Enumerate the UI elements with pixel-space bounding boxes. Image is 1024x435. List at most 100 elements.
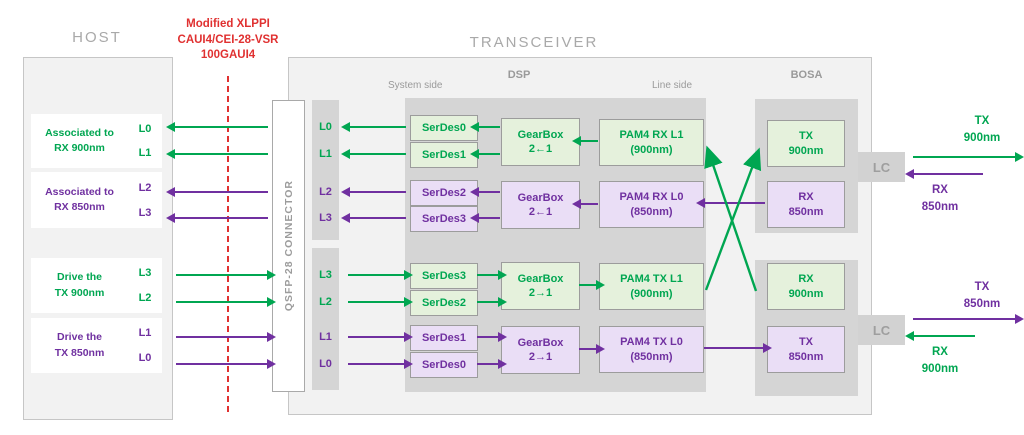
serdes-chip: SerDes3 bbox=[410, 263, 478, 289]
arrow-pam4rxl0-gb bbox=[572, 199, 598, 209]
lane-label: L3 bbox=[138, 267, 152, 280]
host-row-lanes: L0 L1 bbox=[128, 114, 162, 168]
bosa-rx900-chip: RX 900nm bbox=[767, 263, 845, 310]
gearbox-chip: GearBox 2←1 bbox=[501, 118, 580, 166]
host-row-lanes: L3 L2 bbox=[128, 258, 162, 313]
dsp-system-side-label: System side bbox=[388, 80, 443, 91]
lane-label: L0 bbox=[138, 123, 152, 135]
arrow-serdes3-out bbox=[341, 213, 406, 223]
arrow-serdes0-out bbox=[341, 122, 406, 132]
interface-boundary-dashed-line bbox=[227, 76, 229, 412]
lane-label-top-l1: L1 bbox=[319, 148, 332, 160]
fiber-rx850-label: RX 850nm bbox=[921, 184, 959, 213]
arrow-serdes2-out bbox=[341, 187, 406, 197]
bosa-rx850-chip: RX 850nm bbox=[767, 181, 845, 228]
fiber-rx900-arrow bbox=[905, 331, 975, 341]
dsp-title: DSP bbox=[507, 69, 531, 81]
pam4-chip: PAM4 RX L1 (900nm) bbox=[599, 119, 704, 166]
arrow-serdes1-gb bbox=[477, 332, 507, 342]
lane-label-bottom-l2: L2 bbox=[319, 296, 332, 308]
arrow-host-tx-l1 bbox=[176, 332, 276, 342]
qsfp28-connector-label: QSFP-28 CONNECTOR bbox=[282, 180, 295, 312]
fiber-tx900-arrow bbox=[913, 152, 1024, 162]
lane-strip-top bbox=[312, 100, 339, 240]
serdes-chip: SerDes3 bbox=[410, 206, 478, 232]
arrow-serdes1-in bbox=[348, 332, 413, 342]
lc-receptacle-bottom: LC bbox=[858, 315, 905, 345]
host-row-lanes: L2 L3 bbox=[128, 172, 162, 228]
arrow-serdes0-in bbox=[348, 359, 413, 369]
host-row-label: Associated to RX 900nm bbox=[45, 126, 114, 154]
arrow-serdes3-in bbox=[348, 270, 413, 280]
host-row-label: Drive the TX 850nm bbox=[54, 331, 105, 359]
crossover-900nm-arrows bbox=[704, 145, 762, 292]
arrow-serdes3-gb bbox=[477, 270, 507, 280]
serdes-chip: SerDes2 bbox=[410, 180, 478, 206]
arrow-rx850-pam4 bbox=[696, 198, 765, 208]
arrow-serdes0-gb bbox=[477, 359, 507, 369]
fiber-tx850-arrow bbox=[913, 314, 1024, 324]
qsfp28-connector: QSFP-28 CONNECTOR bbox=[272, 100, 305, 392]
transceiver-title: TRANSCEIVER bbox=[469, 34, 599, 51]
serdes-chip: SerDes1 bbox=[410, 325, 478, 351]
lane-label: L2 bbox=[138, 291, 152, 304]
arrow-host-rx-l2 bbox=[166, 187, 268, 197]
bosa-title: BOSA bbox=[790, 69, 823, 81]
pam4-chip: PAM4 TX L0 (850nm) bbox=[599, 326, 704, 373]
pam4-chip: PAM4 RX L0 (850nm) bbox=[599, 181, 704, 228]
arrow-host-tx-l0 bbox=[176, 359, 276, 369]
gearbox-chip: GearBox 2←1 bbox=[501, 181, 580, 229]
host-title: HOST bbox=[72, 29, 122, 46]
fiber-tx900-label: TX 900nm bbox=[963, 115, 1001, 144]
arrow-gb-serdes2 bbox=[470, 187, 500, 197]
arrow-host-rx-l1 bbox=[166, 149, 268, 159]
gearbox-chip: GearBox 2→1 bbox=[501, 326, 580, 374]
arrow-gb-pam4txl1 bbox=[579, 280, 605, 290]
arrow-gb-pam4txl0 bbox=[579, 344, 605, 354]
electrical-interface-label: Modified XLPPI CAUI4/CEI-28-VSR 100GAUI4 bbox=[177, 18, 279, 61]
fiber-rx900-label: RX 900nm bbox=[921, 346, 959, 375]
serdes-chip: SerDes2 bbox=[410, 290, 478, 316]
arrow-serdes2-in bbox=[348, 297, 413, 307]
arrow-host-tx-l3 bbox=[176, 270, 276, 280]
lane-label: L1 bbox=[138, 147, 152, 159]
arrow-serdes1-out bbox=[341, 149, 406, 159]
serdes-chip: SerDes0 bbox=[410, 352, 478, 378]
bosa-tx850-chip: TX 850nm bbox=[767, 326, 845, 373]
arrow-gb-serdes3 bbox=[470, 213, 500, 223]
arrow-host-tx-l2 bbox=[176, 297, 276, 307]
arrow-pam4-tx850 bbox=[704, 343, 772, 353]
lc-receptacle-top: LC bbox=[858, 152, 905, 182]
lane-label: L3 bbox=[138, 206, 152, 219]
host-row-rx900: Associated to RX 900nm L0 L1 bbox=[31, 114, 162, 168]
fiber-tx850-label: TX 850nm bbox=[963, 281, 1001, 310]
lane-label-top-l3: L3 bbox=[319, 212, 332, 224]
lane-label-bottom-l1: L1 bbox=[319, 331, 332, 343]
lane-label: L0 bbox=[138, 351, 152, 364]
pam4-chip: PAM4 TX L1 (900nm) bbox=[599, 263, 704, 310]
fiber-rx850-arrow bbox=[905, 169, 983, 179]
arrow-gb-serdes0 bbox=[470, 122, 500, 132]
gearbox-chip: GearBox 2→1 bbox=[501, 262, 580, 310]
host-row-tx900: Drive the TX 900nm L3 L2 bbox=[31, 258, 162, 313]
arrow-host-rx-l0 bbox=[166, 122, 268, 132]
bosa-tx900-chip: TX 900nm bbox=[767, 120, 845, 167]
lane-label-bottom-l0: L0 bbox=[319, 358, 332, 370]
arrow-gb-serdes1 bbox=[470, 149, 500, 159]
lane-label: L1 bbox=[138, 327, 152, 340]
arrow-serdes2-gb bbox=[477, 297, 507, 307]
serdes-chip: SerDes0 bbox=[410, 115, 478, 141]
host-row-label: Associated to RX 850nm bbox=[45, 185, 114, 213]
serdes-chip: SerDes1 bbox=[410, 142, 478, 168]
host-row-rx850: Associated to RX 850nm L2 L3 bbox=[31, 172, 162, 228]
arrow-rx900-pam4rxl1 bbox=[704, 145, 758, 292]
host-row-tx850: Drive the TX 850nm L1 L0 bbox=[31, 318, 162, 373]
host-row-label: Drive the TX 900nm bbox=[54, 271, 105, 299]
lane-label-bottom-l3: L3 bbox=[319, 269, 332, 281]
host-row-lanes: L1 L0 bbox=[128, 318, 162, 373]
lane-strip-bottom bbox=[312, 248, 339, 390]
arrow-pam4rxl1-gb bbox=[572, 136, 598, 146]
lane-label: L2 bbox=[138, 181, 152, 194]
lane-label-top-l2: L2 bbox=[319, 186, 332, 198]
